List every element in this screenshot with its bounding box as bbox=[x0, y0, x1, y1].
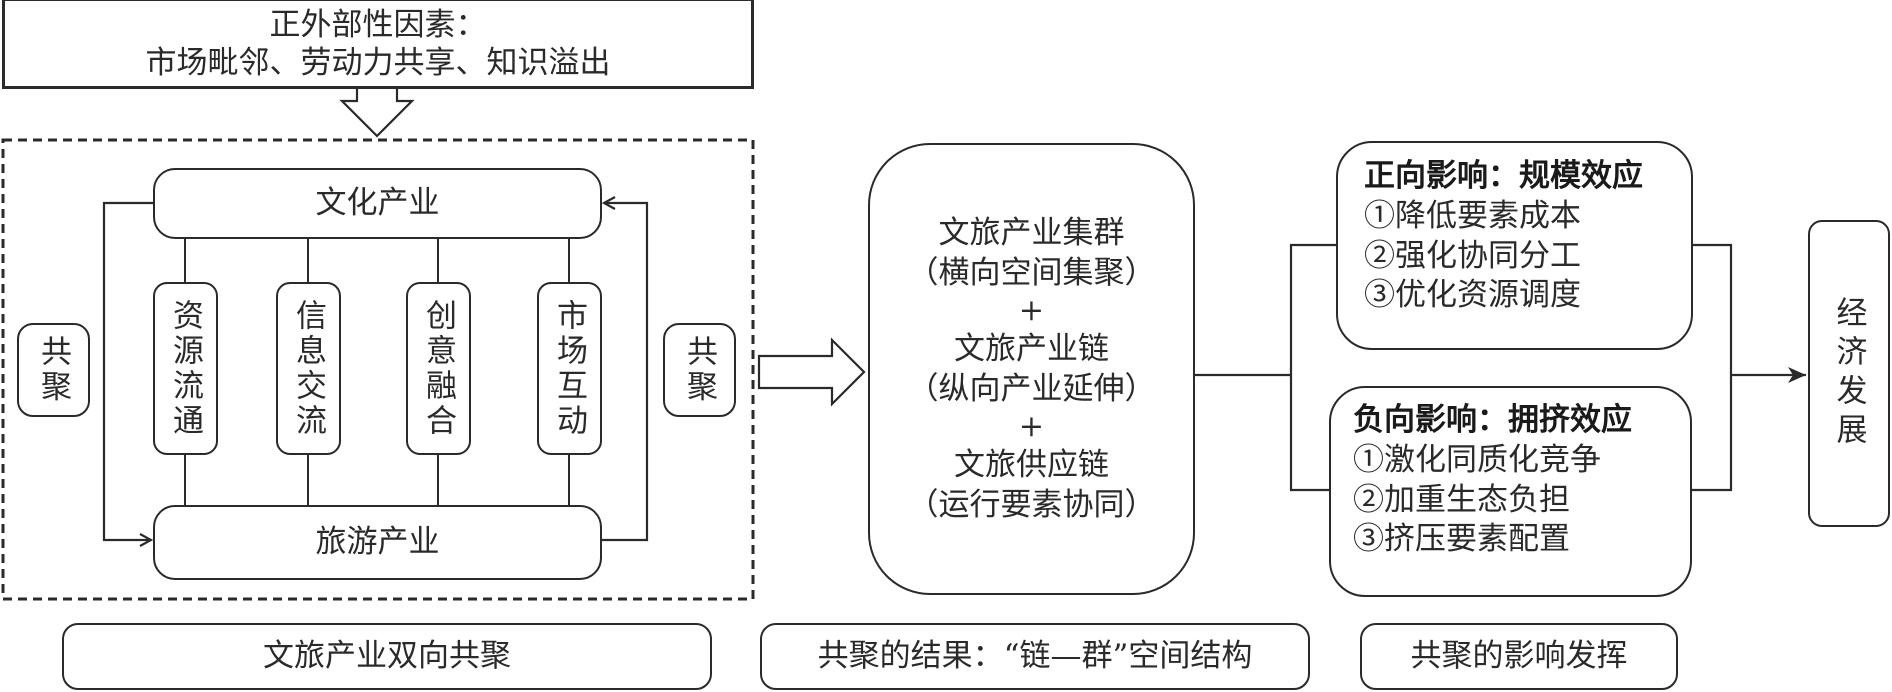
channel-label: 信息交流 bbox=[290, 298, 326, 439]
impact-bracket-left bbox=[1195, 243, 1336, 492]
positive-impact-item: ②强化协同分工 bbox=[1364, 237, 1581, 274]
co-agglomeration-label-right: 共聚 bbox=[663, 323, 736, 417]
stage-label-text: 共聚的影响发挥 bbox=[1410, 637, 1628, 674]
negative-impact-item: ③挤压要素配置 bbox=[1353, 521, 1570, 558]
tourism-industry-label: 旅游产业 bbox=[315, 523, 440, 560]
chain-cluster-result-box: 文旅产业集群 （横向空间集聚） + 文旅产业链 （纵向产业延伸） + 文旅供应链… bbox=[868, 143, 1195, 595]
impact-bracket-right bbox=[1692, 243, 1733, 492]
culture-industry-label: 文化产业 bbox=[315, 184, 440, 221]
left-loop-connector bbox=[102, 201, 153, 540]
channel-box-creative-fusion: 创意融合 bbox=[406, 282, 471, 455]
channel-box-market-interaction: 市场互动 bbox=[537, 282, 602, 455]
plus-sign: + bbox=[1018, 293, 1045, 328]
negative-impact-box: 负向影响：拥挤效应 ①激化同质化竞争 ②加重生态负担 ③挤压要素配置 bbox=[1329, 386, 1692, 597]
channel-label: 资源流通 bbox=[167, 298, 203, 439]
stage-label-co-agglomeration: 文旅产业双向共聚 bbox=[62, 623, 712, 690]
positive-impact-item: ③优化资源调度 bbox=[1364, 277, 1581, 314]
down-block-arrow bbox=[339, 88, 415, 138]
stage-label-impact: 共聚的影响发挥 bbox=[1360, 623, 1678, 690]
channel-connectors bbox=[184, 239, 570, 505]
channel-box-information-exchange: 信息交流 bbox=[276, 282, 341, 455]
positive-impact-title: 正向影响：规模效应 bbox=[1364, 158, 1643, 195]
economic-development-box: 经济发展 bbox=[1808, 220, 1890, 527]
result-line: （运行要素协同） bbox=[907, 487, 1156, 523]
result-line: （纵向产业延伸） bbox=[907, 371, 1156, 407]
positive-impact-item: ①降低要素成本 bbox=[1364, 197, 1581, 234]
economic-development-label: 经济发展 bbox=[1830, 295, 1867, 452]
stage-label-text: 共聚的结果：“链—群”空间结构 bbox=[817, 637, 1253, 674]
result-line: 文旅产业链 bbox=[954, 331, 1109, 367]
stage-label-text: 文旅产业双向共聚 bbox=[263, 637, 511, 674]
right-loop-connector bbox=[602, 203, 649, 542]
culture-industry-box: 文化产业 bbox=[153, 168, 602, 239]
result-line: （横向空间集聚） bbox=[907, 255, 1156, 291]
plus-sign: + bbox=[1018, 409, 1045, 444]
right-block-arrow bbox=[757, 337, 866, 407]
negative-impact-title: 负向影响：拥挤效应 bbox=[1353, 402, 1632, 439]
channel-label: 创意融合 bbox=[420, 298, 456, 439]
tourism-industry-box: 旅游产业 bbox=[153, 505, 602, 580]
stage-label-result: 共聚的结果：“链—群”空间结构 bbox=[760, 623, 1310, 690]
result-line: 文旅供应链 bbox=[954, 447, 1109, 483]
external-factors-title: 正外部性因素： bbox=[269, 6, 487, 43]
co-agglomeration-label-left: 共聚 bbox=[17, 323, 90, 417]
channel-label: 市场互动 bbox=[551, 298, 587, 439]
external-factors-box: 正外部性因素： 市场毗邻、劳动力共享、知识溢出 bbox=[2, 0, 754, 89]
positive-impact-box: 正向影响：规模效应 ①降低要素成本 ②强化协同分工 ③优化资源调度 bbox=[1336, 141, 1693, 350]
co-agglomeration-right-text: 共聚 bbox=[681, 335, 717, 405]
co-agglomeration-left-text: 共聚 bbox=[35, 335, 71, 405]
negative-impact-item: ②加重生态负担 bbox=[1353, 481, 1570, 518]
channel-box-resource-flow: 资源流通 bbox=[153, 282, 218, 455]
result-line: 文旅产业集群 bbox=[938, 215, 1125, 251]
negative-impact-item: ①激化同质化竞争 bbox=[1353, 441, 1601, 478]
external-factors-items: 市场毗邻、劳动力共享、知识溢出 bbox=[145, 44, 611, 81]
